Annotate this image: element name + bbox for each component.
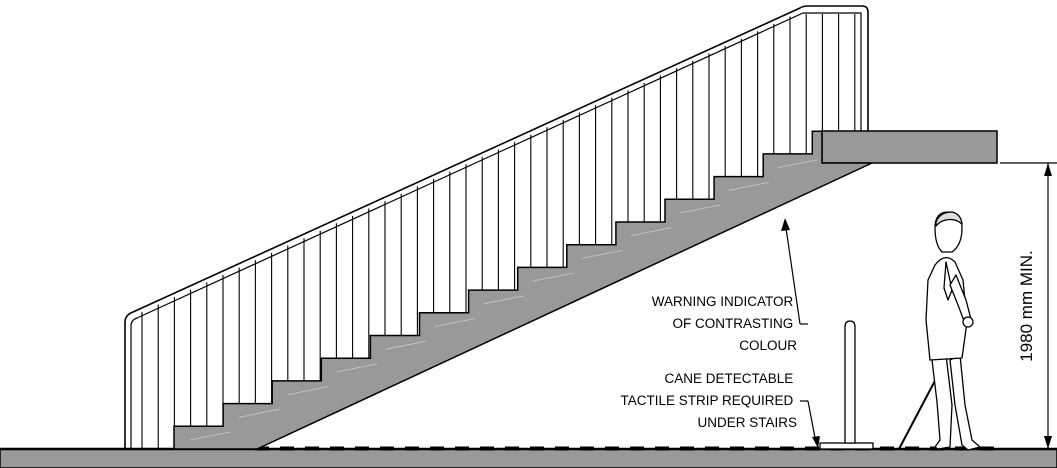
stair-hatch-line xyxy=(630,227,672,237)
stair-hatch-line xyxy=(581,250,623,259)
stair-hatch-line xyxy=(434,318,476,327)
tactile-strip-dash xyxy=(255,446,269,451)
tactile-strip-dash xyxy=(880,446,894,451)
stair-hatching xyxy=(189,159,819,441)
warning-indicator-label: WARNING INDICATOR OF CONTRASTING COLOUR xyxy=(652,294,798,353)
stair-hatch-line xyxy=(483,295,525,305)
tactile-strip-dash xyxy=(305,446,319,451)
tactile-strip-dash xyxy=(655,446,669,451)
tactile-strip-dash xyxy=(380,446,394,451)
tactile-strip-dash xyxy=(280,446,294,451)
stair-hatch-line xyxy=(385,340,427,350)
stair-hatch-line xyxy=(238,408,280,418)
tactile-strip-dash xyxy=(905,446,919,451)
tactile-strip-dash xyxy=(555,446,569,451)
stair-hatch-line xyxy=(532,272,574,282)
tactile-strip-dash xyxy=(805,446,819,451)
tactile-strip-dash xyxy=(980,446,994,451)
tactile-strip-dash xyxy=(730,446,744,451)
tactile-strip-dash xyxy=(430,446,444,451)
tactile-strip-dash xyxy=(580,446,594,451)
handrail-inner-edge xyxy=(130,12,862,449)
stair-hatch-line xyxy=(777,159,819,168)
tactile-strip-dash xyxy=(480,446,494,451)
upper-landing-slab xyxy=(821,130,998,164)
tactile-strip-dash xyxy=(605,446,619,451)
stair-hatch-line xyxy=(728,181,770,191)
tactile-strip-dash xyxy=(755,446,769,451)
stair-hatch-line xyxy=(679,204,721,214)
stair-hatch-line xyxy=(336,363,378,373)
tactile-strip-dash xyxy=(505,446,519,451)
tactile-strip-dash xyxy=(355,446,369,451)
tactile-strip-dash xyxy=(630,446,644,451)
ground-floor-slab xyxy=(0,448,1057,468)
pedestrian-with-white-cane-icon xyxy=(898,211,981,451)
tactile-strip-dash xyxy=(330,446,344,451)
tactile-strip-dash xyxy=(455,446,469,451)
tactile-strip-dash xyxy=(530,446,544,451)
handrail-balusters xyxy=(141,14,856,449)
tactile-strip-leader xyxy=(800,400,820,448)
tactile-strip-dash xyxy=(405,446,419,451)
stair-hatch-line xyxy=(287,386,329,395)
tactile-strip-dash xyxy=(955,446,969,451)
headroom-dimension xyxy=(1000,162,1057,450)
bollard-post xyxy=(819,320,874,450)
headroom-dimension-label: 1980 mm MIN. xyxy=(1017,250,1036,361)
tactile-strip-dash xyxy=(780,446,794,451)
tactile-strip-label: CANE DETECTABLE TACTILE STRIP REQUIRED U… xyxy=(620,371,797,430)
tactile-strip-dash xyxy=(680,446,694,451)
tactile-strip-dash xyxy=(705,446,719,451)
stair-hatch-line xyxy=(189,431,231,441)
warning-indicator-leader xyxy=(781,218,808,325)
handrail xyxy=(124,5,869,449)
